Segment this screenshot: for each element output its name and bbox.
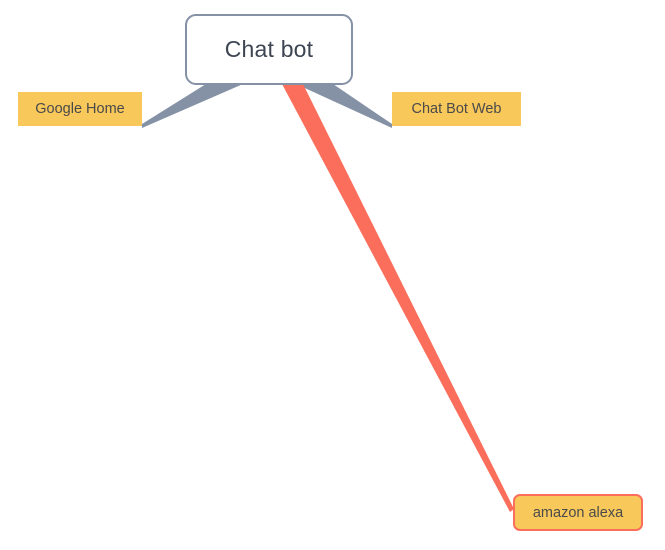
edge-root-to-chat-bot-web xyxy=(296,84,392,128)
node-amazon-alexa[interactable]: amazon alexa xyxy=(513,494,643,531)
node-chat-bot[interactable]: Chat bot xyxy=(185,14,353,85)
edge-root-to-amazon-alexa xyxy=(282,84,514,512)
edge-root-to-google-home xyxy=(142,84,243,128)
node-google-home[interactable]: Google Home xyxy=(18,92,142,126)
node-chat-bot-web[interactable]: Chat Bot Web xyxy=(392,92,521,126)
